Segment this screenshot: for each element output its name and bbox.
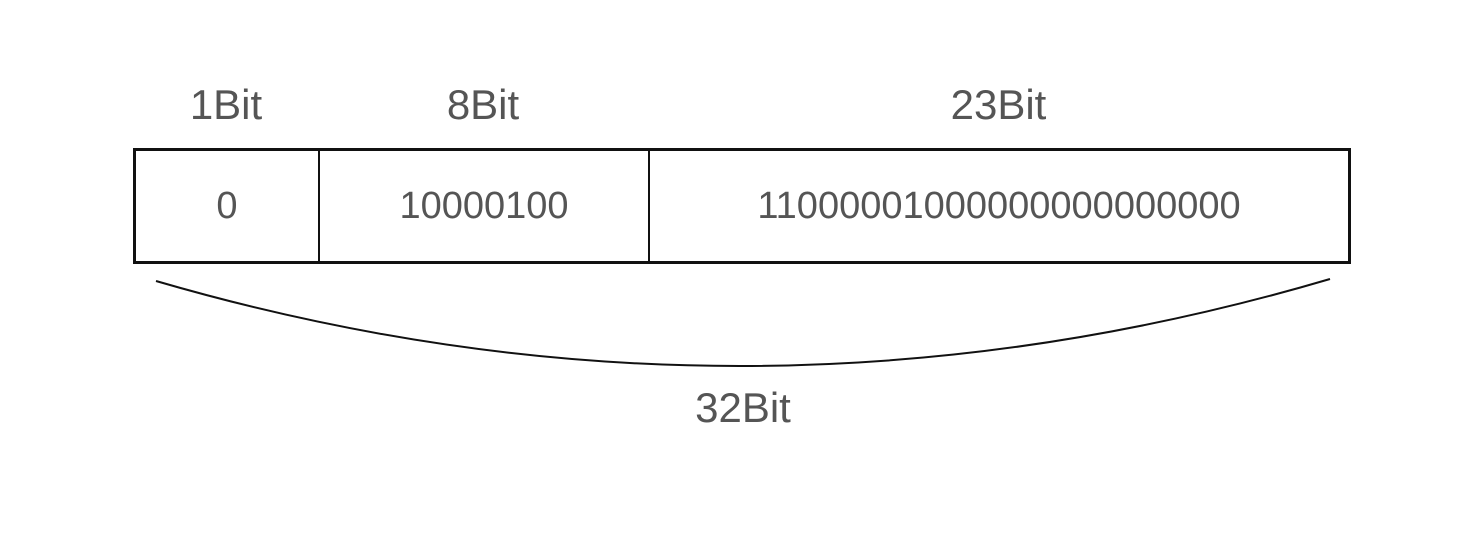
total-width-label: 32Bit xyxy=(695,384,791,431)
brace-curve xyxy=(155,278,1331,367)
exponent-cell: 10000100 xyxy=(320,151,650,261)
sign-bit-cell: 0 xyxy=(136,151,320,261)
mantissa-bits-value: 11000001000000000000000 xyxy=(757,184,1241,227)
exponent-width-label: 8Bit xyxy=(446,81,520,128)
bit-register-box: 0 10000100 11000001000000000000000 xyxy=(133,148,1351,264)
mantissa-width-label: 23Bit xyxy=(950,81,1047,128)
exponent-bits-value: 10000100 xyxy=(399,184,569,227)
mantissa-cell: 11000001000000000000000 xyxy=(650,151,1348,261)
sign-bit-value: 0 xyxy=(216,184,238,227)
sign-width-label: 1Bit xyxy=(189,81,263,128)
